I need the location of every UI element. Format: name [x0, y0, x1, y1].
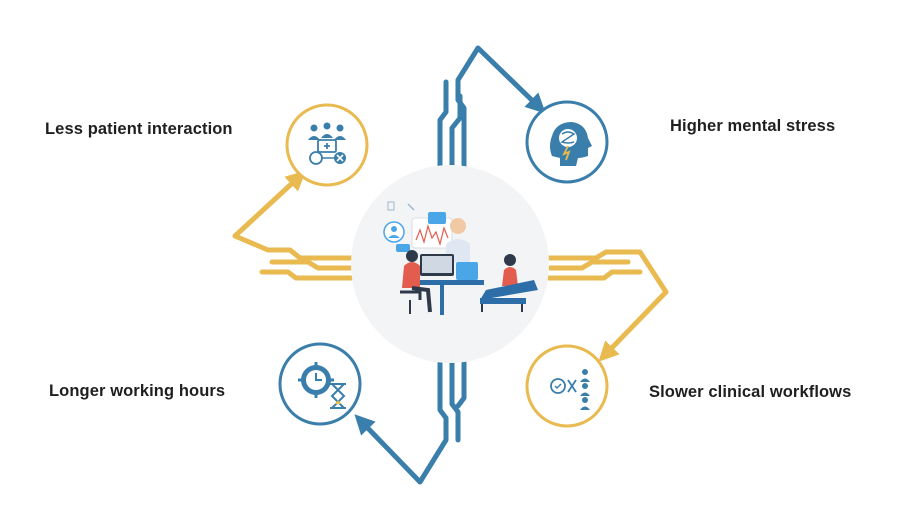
- node-longer-working-hours: [278, 342, 362, 426]
- node-higher-mental-stress: [525, 100, 609, 184]
- label-less-patient-interaction: Less patient interaction: [45, 120, 233, 138]
- node-less-patient-interaction: [285, 103, 369, 187]
- clock-hourglass-icon: [298, 362, 346, 409]
- label-slower-clinical-workflows: Slower clinical workflows: [649, 383, 852, 401]
- label-longer-working-hours: Longer working hours: [49, 382, 226, 400]
- circuit-right: [545, 249, 669, 362]
- label-higher-mental-stress: Higher mental stress: [670, 117, 836, 135]
- circuit-top: [437, 45, 546, 173]
- center-illustration: [351, 165, 549, 363]
- workflow-people-icon: [550, 369, 590, 410]
- node-slower-clinical-workflows: [525, 344, 609, 428]
- brain-stress-icon: [550, 122, 592, 166]
- circuit-left: [232, 170, 355, 281]
- circuit-bottom: [354, 359, 467, 485]
- patients-interaction-icon: [308, 122, 346, 165]
